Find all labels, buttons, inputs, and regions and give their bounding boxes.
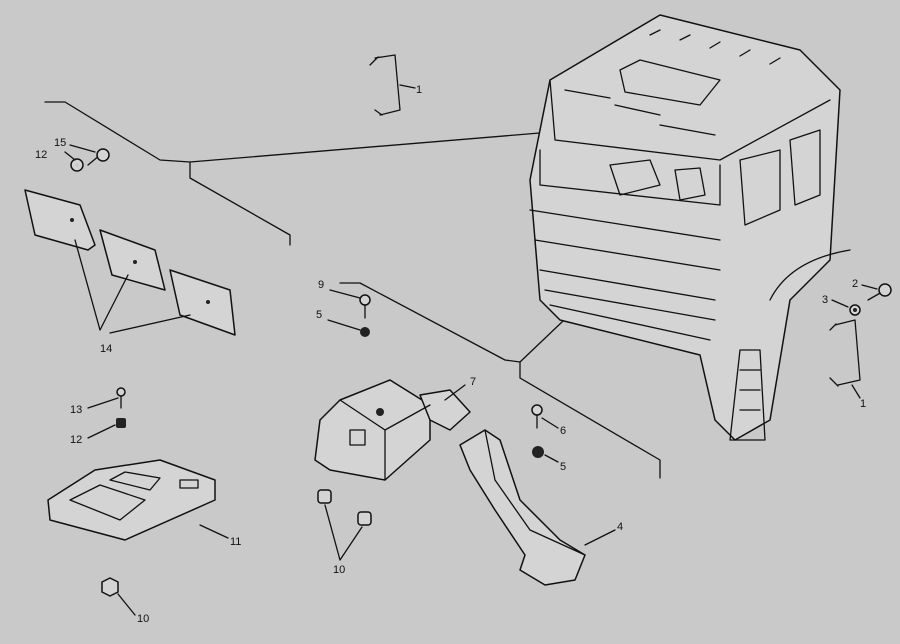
callout-10-center: 10 xyxy=(333,564,345,576)
nut-part-5-right xyxy=(532,446,544,458)
bracket-part-7 xyxy=(314,379,471,481)
callout-7: 7 xyxy=(470,376,476,388)
callout-12-bottom: 12 xyxy=(70,434,82,446)
callout-9: 9 xyxy=(318,279,324,291)
plates-part-14 xyxy=(24,189,236,336)
bracket-part-1-right xyxy=(829,319,861,387)
duct-part-4 xyxy=(459,429,586,586)
callout-14: 14 xyxy=(100,343,112,355)
bolt-part-2 xyxy=(867,283,892,301)
callout-15: 15 xyxy=(54,137,66,149)
callout-6: 6 xyxy=(560,425,566,437)
bracket-part-1-top xyxy=(369,54,401,116)
tray-part-11 xyxy=(47,459,216,541)
screw-part-9 xyxy=(359,294,371,319)
callout-3: 3 xyxy=(822,294,828,306)
bushings-part-10 xyxy=(317,489,372,561)
callout-11: 11 xyxy=(230,536,241,548)
callout-5-left: 5 xyxy=(316,309,322,321)
nut-part-12-bottom xyxy=(116,418,126,428)
callout-2: 2 xyxy=(852,278,858,290)
truck-cab xyxy=(529,14,851,441)
callout-leaders xyxy=(64,84,878,616)
nut-part-5-left xyxy=(360,327,370,337)
callout-1-right: 1 xyxy=(860,398,866,410)
callout-1-top: 1 xyxy=(416,84,422,96)
callout-5-right: 5 xyxy=(560,461,566,473)
bolt-part-15 xyxy=(87,148,110,166)
nut-part-10-bottom xyxy=(101,577,119,597)
washer-part-3 xyxy=(849,304,861,316)
callout-12-top: 12 xyxy=(35,149,47,161)
screw-part-6 xyxy=(531,404,543,429)
screw-part-13 xyxy=(116,387,126,409)
section-lines xyxy=(44,101,691,479)
callout-4: 4 xyxy=(617,521,623,533)
washer-part-12-top xyxy=(70,158,84,172)
callout-13: 13 xyxy=(70,404,82,416)
callout-10-bottom: 10 xyxy=(137,613,149,625)
